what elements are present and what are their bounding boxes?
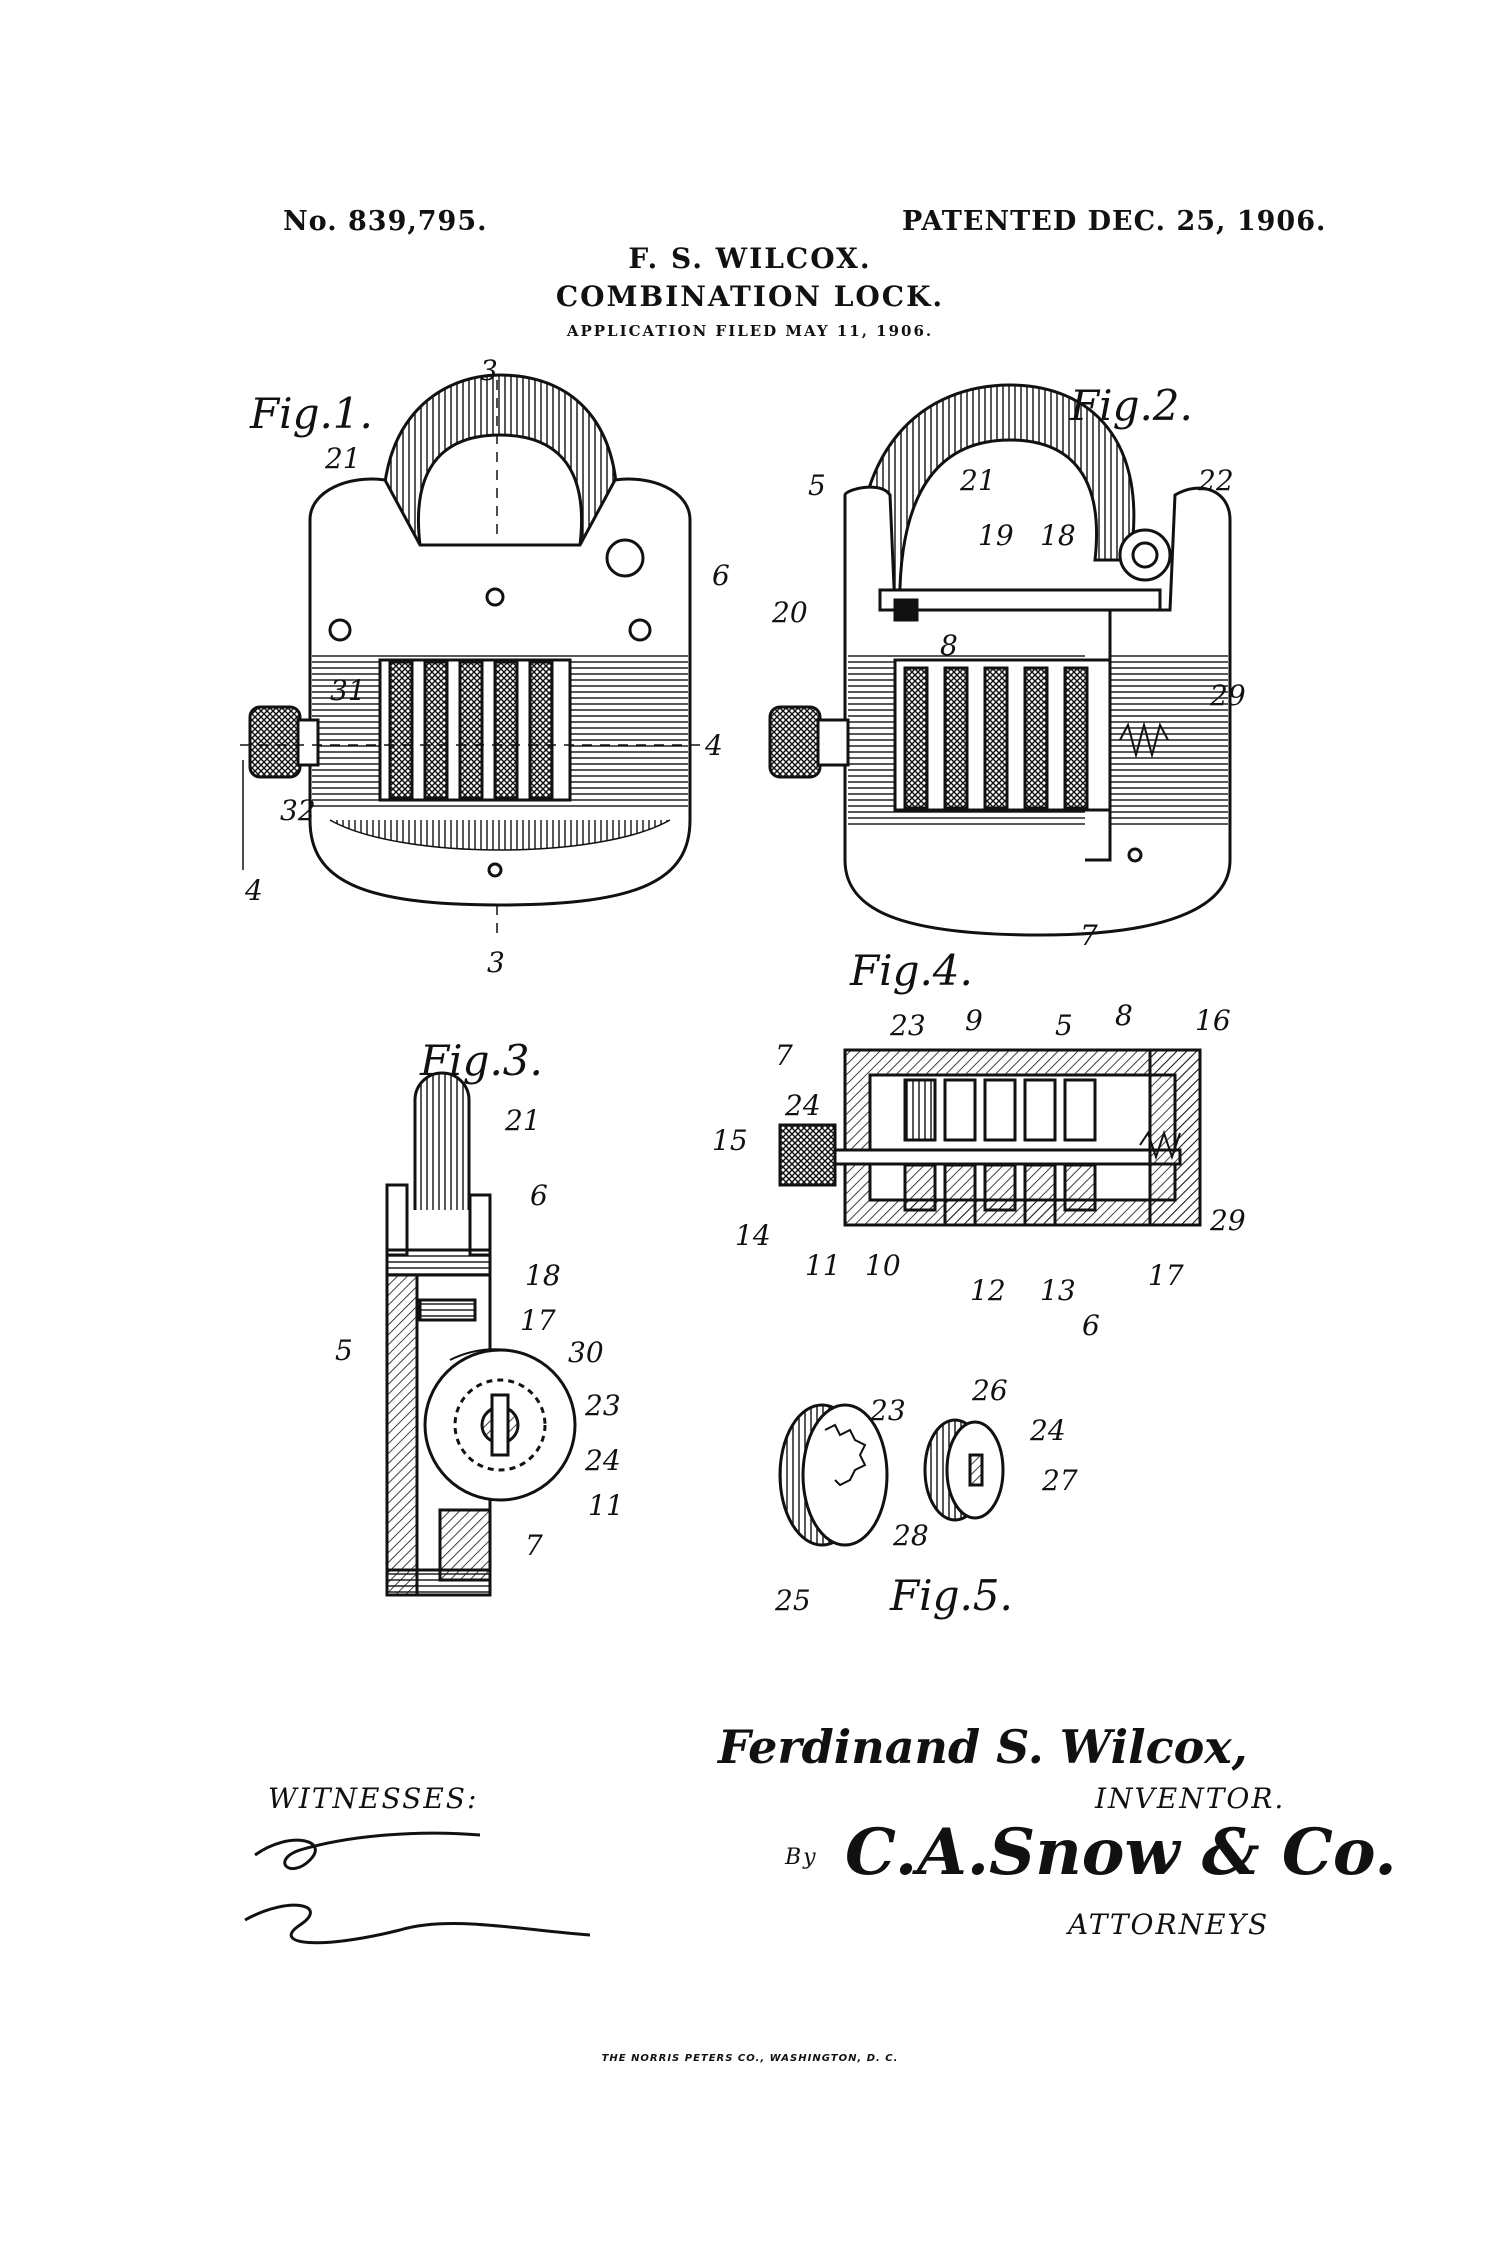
ref-numeral: 11: [588, 1489, 624, 1522]
figure-2-section-view: [768, 383, 1232, 937]
printer-footer: THE NORRIS PETERS CO., WASHINGTON, D. C.: [601, 2053, 899, 2064]
ref-numeral: 21: [959, 464, 996, 497]
figure-5-wheel-parts: [778, 1403, 1005, 1547]
ref-numeral: 9: [965, 1004, 983, 1037]
fig2-dials: [903, 666, 1089, 810]
fig1-label: Fig.1.: [249, 389, 373, 438]
ref-numeral: 30: [568, 1336, 604, 1369]
attorneys-label: ATTORNEYS: [1068, 1908, 1270, 1941]
ref-numeral: 23: [584, 1389, 621, 1422]
ref-numeral: 11: [805, 1249, 841, 1282]
ref-numeral: 25: [774, 1584, 811, 1617]
ref-numeral: 12: [970, 1274, 1006, 1307]
fig3-shackle-end: [413, 1071, 471, 1210]
fig5-label: Fig.5.: [889, 1571, 1013, 1620]
ref-numeral: 17: [520, 1304, 556, 1337]
ref-numeral: 31: [330, 674, 366, 707]
ref-numeral: 7: [1080, 919, 1098, 952]
ref-numeral: 24: [784, 1089, 821, 1122]
ref-numeral: 17: [1148, 1259, 1184, 1292]
fig2-shackle-pivot: [1118, 528, 1172, 582]
ref-numeral: 21: [324, 442, 361, 475]
fig4-label: Fig.4.: [849, 946, 973, 995]
ref-numeral: 5: [808, 469, 826, 502]
fig3-numerals: 21 6 18 17 5 30 23 24 11 7: [335, 1104, 624, 1562]
ref-numeral: 6: [712, 559, 730, 592]
ref-numeral: 18: [525, 1259, 561, 1292]
application-filed: APPLICATION FILED MAY 11, 1906.: [566, 322, 934, 340]
figure-4-longitudinal-section: [778, 1048, 1202, 1227]
inventor-signature: Ferdinand S. Wilcox,: [718, 1720, 1248, 1774]
ref-numeral: 10: [865, 1249, 901, 1282]
fig1-numerals: 3 21 6 31 4 32 4 3: [244, 354, 730, 979]
ref-numeral: 3: [480, 354, 498, 387]
fig5-numerals: 23 26 24 27 28 25: [774, 1374, 1078, 1617]
witnesses-label: WITNESSES:: [268, 1782, 479, 1815]
figure-3-side-section: [385, 1071, 577, 1597]
ref-numeral: 26: [971, 1374, 1008, 1407]
ref-numeral: 16: [1195, 1004, 1231, 1037]
fig1-knob: [248, 705, 302, 779]
ref-numeral: 14: [735, 1219, 771, 1252]
ref-numeral: 28: [892, 1519, 929, 1552]
inventor-label: INVENTOR.: [1095, 1782, 1286, 1815]
ref-numeral: 6: [530, 1179, 548, 1212]
fig4-wheels: [903, 1078, 1097, 1227]
ref-numeral: 27: [1041, 1464, 1078, 1497]
witness-signature-drawings: [244, 1831, 591, 1945]
ref-numeral: 13: [1040, 1274, 1076, 1307]
ref-numeral: 21: [504, 1104, 541, 1137]
ref-numeral: 19: [978, 519, 1014, 552]
ref-numeral: 29: [1209, 1204, 1246, 1237]
fig4-knob: [778, 1123, 837, 1187]
fig2-label: Fig.2.: [1069, 381, 1193, 430]
ref-numeral: 32: [280, 794, 316, 827]
ref-numeral: 3: [487, 946, 505, 979]
fig2-spring: [1119, 721, 1169, 759]
fig2-bolt-bar: [878, 588, 1162, 612]
ref-numeral: 4: [704, 729, 723, 762]
ref-numeral: 24: [584, 1444, 621, 1477]
ref-numeral: 7: [525, 1529, 543, 1562]
ref-numeral: 6: [1082, 1309, 1100, 1342]
fig4-spindle: [808, 1148, 1182, 1166]
ref-numeral: 22: [1197, 464, 1234, 497]
ref-numeral: 18: [1040, 519, 1076, 552]
figure-1-front-view: [240, 373, 700, 940]
ref-numeral: 4: [244, 874, 263, 907]
fig2-latch: [893, 598, 919, 622]
attorney-signature: C.A.Snow & Co.: [845, 1815, 1397, 1890]
patent-number: No. 839,795.: [283, 206, 488, 237]
patent-date: PATENTED DEC. 25, 1906.: [902, 206, 1327, 237]
fig2-numerals: 5 21 22 19 18 20 8 29 7: [771, 464, 1246, 952]
fig1-shackle: [381, 373, 619, 547]
ref-numeral: 15: [712, 1124, 748, 1157]
ref-numeral: 5: [1055, 1009, 1073, 1042]
ref-numeral: 24: [1029, 1414, 1066, 1447]
fig2-knob: [768, 705, 822, 779]
inventor-name-header: F. S. WILCOX.: [628, 242, 872, 275]
ref-numeral: 29: [1209, 679, 1246, 712]
ref-numeral: 8: [940, 629, 958, 662]
ref-numeral: 7: [775, 1039, 793, 1072]
fig1-dials: [388, 660, 554, 800]
fig4-numerals: 23 9 5 8 16 7 24 15 14 11 10 12 13 6 17 …: [712, 999, 1246, 1342]
patent-title: COMBINATION LOCK.: [555, 280, 945, 313]
ref-numeral: 20: [771, 596, 808, 629]
ref-numeral: 8: [1115, 999, 1133, 1032]
ref-numeral: 23: [889, 1009, 926, 1042]
by-label: By: [785, 1845, 818, 1870]
fig3-label: Fig.3.: [419, 1036, 543, 1085]
ref-numeral: 23: [869, 1394, 906, 1427]
ref-numeral: 5: [335, 1334, 353, 1367]
